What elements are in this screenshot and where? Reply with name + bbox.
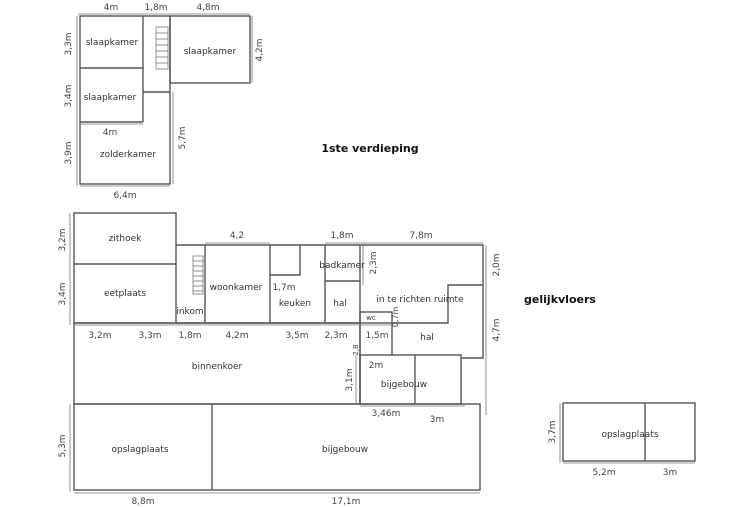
dim-label: 1,7m bbox=[272, 283, 295, 293]
room-label: slaapkamer bbox=[86, 38, 139, 48]
dim-label: 3,4m bbox=[58, 282, 68, 305]
ground-floor-plan: zithoek eetplaats inkom woonkamer keuken… bbox=[58, 212, 696, 507]
dim-label: 2m bbox=[369, 361, 384, 371]
dim-label: 3,46m bbox=[372, 409, 401, 419]
stairs-icon bbox=[155, 26, 169, 70]
dim-label: 3,3m bbox=[138, 331, 161, 341]
room-label: keuken bbox=[279, 299, 311, 309]
room-label: hal bbox=[420, 333, 434, 343]
dim-label: 2,3m bbox=[324, 331, 347, 341]
dim-label: 1,8m bbox=[178, 331, 201, 341]
room-label: bijgebouw bbox=[381, 380, 427, 390]
room-label: wc bbox=[366, 314, 376, 322]
floor-title: 1ste verdieping bbox=[321, 142, 418, 155]
dim-label: 4m bbox=[103, 128, 118, 138]
floor-title: gelijkvloers bbox=[524, 293, 596, 306]
dim-label: 7,8m bbox=[409, 231, 432, 241]
dim-label: 4,7m bbox=[492, 318, 502, 341]
room-label: opslagplaats bbox=[601, 430, 658, 440]
upper-dimension-lines bbox=[76, 13, 253, 187]
dim-label: 6,4m bbox=[113, 191, 136, 201]
upper-floor-plan: slaapkamer slaapkamer slaapkamer zolderk… bbox=[64, 3, 419, 201]
dim-label: 1,8m bbox=[144, 3, 167, 13]
stairs-icon bbox=[192, 255, 204, 295]
dim-label: 5,7m bbox=[178, 126, 188, 149]
slaapkamer-right-wall bbox=[169, 15, 251, 84]
room-label: opslagplaats bbox=[111, 445, 168, 455]
dim-label: 4m bbox=[104, 3, 119, 13]
dim-label: 4,2m bbox=[255, 38, 265, 61]
dim-label: 4,8m bbox=[196, 3, 219, 13]
dim-label: 17,1m bbox=[332, 497, 361, 507]
room-label: slaapkamer bbox=[84, 93, 137, 103]
dim-label: 2,8 bbox=[352, 344, 360, 355]
dim-label: 4,2m bbox=[225, 331, 248, 341]
dim-label: 2,0m bbox=[492, 253, 502, 276]
dim-label: 4,2 bbox=[230, 231, 244, 241]
dim-label: 3,1m bbox=[345, 368, 355, 391]
dim-label: 3,4m bbox=[64, 84, 74, 107]
ground-dimension-lines bbox=[69, 213, 695, 494]
dim-label: 3m bbox=[430, 415, 445, 425]
room-label: inkom bbox=[176, 307, 203, 317]
opslagplaats-separate bbox=[562, 402, 696, 462]
room-label: woonkamer bbox=[210, 283, 263, 293]
dim-label: 3,7m bbox=[548, 420, 558, 443]
room-label: bijgebouw bbox=[322, 445, 368, 455]
room-label: badkamer bbox=[319, 261, 365, 271]
dim-label: 3m bbox=[663, 468, 678, 478]
room-label: slaapkamer bbox=[184, 47, 237, 57]
dim-label: 5,2m bbox=[592, 468, 615, 478]
dim-label: 8,8m bbox=[131, 497, 154, 507]
dim-label: 0,7m bbox=[391, 307, 400, 328]
dim-label: 3,9m bbox=[64, 141, 74, 164]
dim-label: 3,2m bbox=[88, 331, 111, 341]
dim-label: 1,8m bbox=[330, 231, 353, 241]
upper-outline bbox=[79, 15, 171, 185]
dim-label: 3,3m bbox=[64, 32, 74, 55]
room-label: hal bbox=[333, 299, 347, 309]
room-label: in te richten ruimte bbox=[376, 295, 464, 305]
dim-label: 2,3m bbox=[369, 251, 379, 274]
room-label: binnenkoer bbox=[192, 362, 243, 372]
dim-label: 5,3m bbox=[58, 434, 68, 457]
dim-label: 1,5m bbox=[365, 331, 388, 341]
room-label: eetplaats bbox=[104, 289, 146, 299]
dim-label: 3,5m bbox=[285, 331, 308, 341]
dim-label: 3,2m bbox=[58, 228, 68, 251]
room-label: zithoek bbox=[109, 234, 143, 244]
room-label: zolderkamer bbox=[100, 150, 157, 160]
